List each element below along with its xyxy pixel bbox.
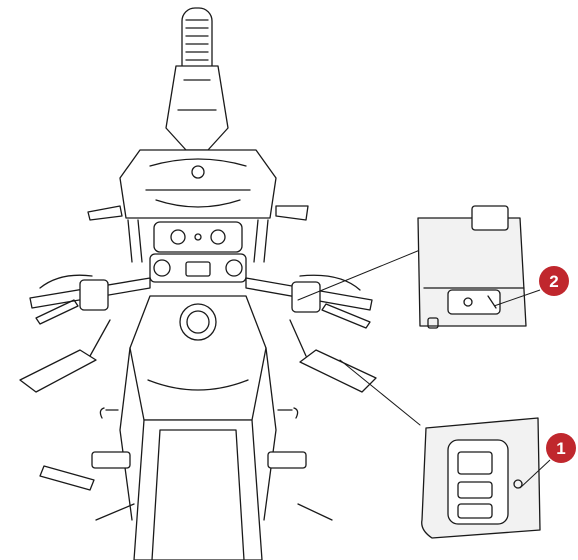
- mirrors: [19, 319, 377, 393]
- front-fairing: [119, 149, 277, 219]
- seat: [133, 419, 263, 560]
- callout-2-pointer: [493, 289, 541, 307]
- front-turn-signals: [87, 205, 309, 221]
- callout-1-label: 1: [556, 439, 565, 458]
- leader-line-ignition: [297, 249, 421, 301]
- detail-ignition-panel: [417, 205, 527, 329]
- callout-1: 1: [546, 433, 576, 463]
- handlebar-clamp: [149, 253, 247, 283]
- front-mudguard: [165, 65, 229, 151]
- footpegs: [39, 451, 333, 521]
- detail-switch-block: [421, 417, 541, 539]
- callout-1-pointer: [519, 459, 551, 489]
- callout-2-label: 2: [549, 272, 558, 291]
- frame: [99, 347, 299, 521]
- handlebars: [29, 274, 373, 329]
- forks: [127, 219, 269, 263]
- front-tyre: [181, 7, 213, 79]
- leader-line-switch: [339, 359, 421, 426]
- callout-2: 2: [539, 266, 569, 296]
- fuel-tank: [129, 295, 267, 421]
